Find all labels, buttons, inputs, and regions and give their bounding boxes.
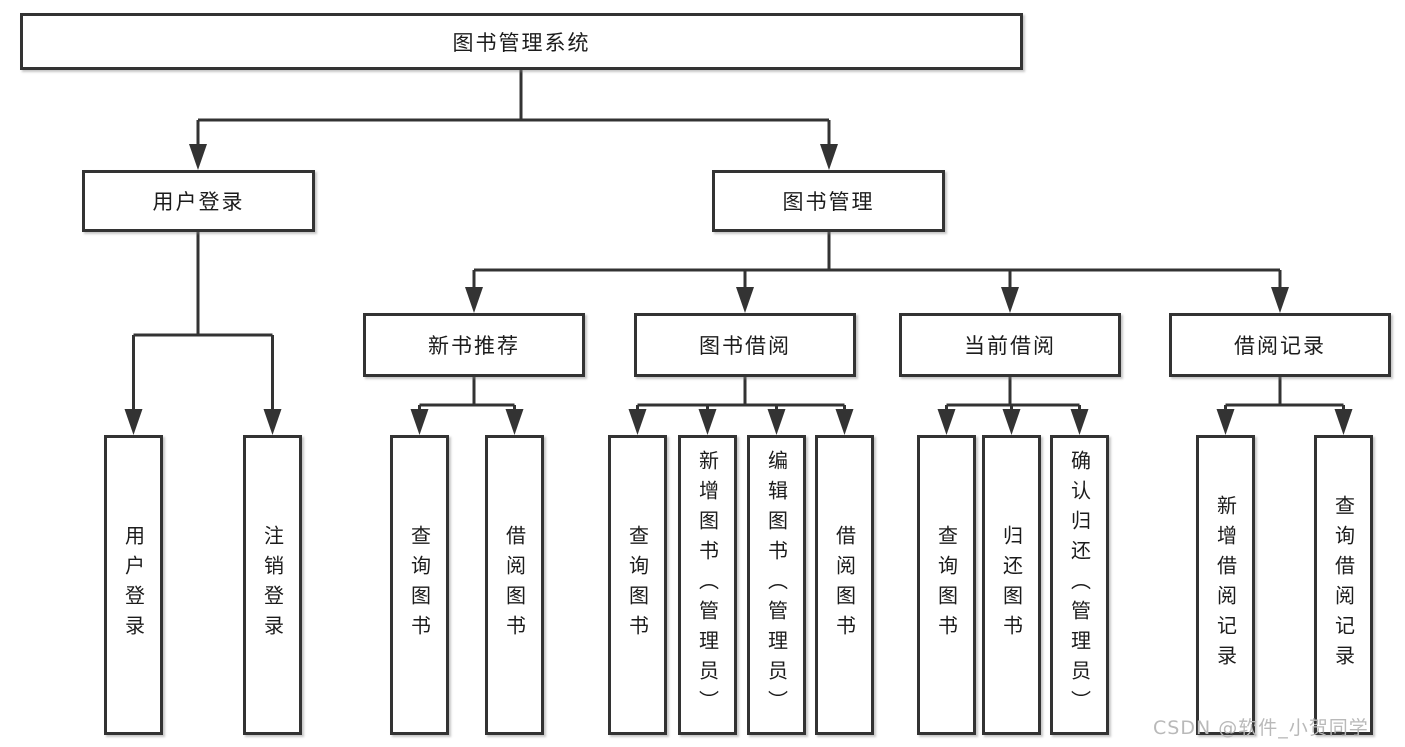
node-borrow-record: 借阅记录 xyxy=(1169,313,1391,377)
node-label: 图书管理系统 xyxy=(452,30,591,55)
node-user-login: 用户登录 xyxy=(82,170,315,232)
node-label: 编辑图书（管理员） xyxy=(764,450,789,720)
node-label: 新书推荐 xyxy=(428,334,520,358)
node-label: 查询图书 xyxy=(407,525,432,645)
node-label: 借阅图书 xyxy=(832,525,857,645)
node-label: 图书管理 xyxy=(782,190,875,214)
node-current-borrow: 当前借阅 xyxy=(899,313,1121,377)
leaf-borrow-books: 借阅图书 xyxy=(815,435,874,735)
node-label: 查询借阅记录 xyxy=(1331,495,1356,675)
node-label: 查询图书 xyxy=(934,525,959,645)
node-label: 借阅图书 xyxy=(502,525,527,645)
node-label: 借阅记录 xyxy=(1234,334,1326,358)
node-label: 新增图书（管理员） xyxy=(695,450,720,720)
leaf-add-books-admin: 新增图书（管理员） xyxy=(678,435,737,735)
node-book-management: 图书管理 xyxy=(712,170,945,232)
leaf-query-books: 查询图书 xyxy=(390,435,449,735)
node-label: 归还图书 xyxy=(999,525,1024,645)
node-label: 用户登录 xyxy=(121,525,146,645)
node-label: 注销登录 xyxy=(260,525,285,645)
leaf-edit-books-admin: 编辑图书（管理员） xyxy=(747,435,806,735)
node-label: 确认归还（管理员） xyxy=(1067,450,1092,720)
leaf-query-books: 查询图书 xyxy=(608,435,667,735)
node-label: 查询图书 xyxy=(625,525,650,645)
leaf-confirm-return-admin: 确认归还（管理员） xyxy=(1050,435,1109,735)
node-book-borrow: 图书借阅 xyxy=(634,313,856,377)
leaf-user-login: 用户登录 xyxy=(104,435,163,735)
node-root-library-system: 图书管理系统 xyxy=(20,13,1023,70)
node-label: 图书借阅 xyxy=(699,334,791,358)
csdn-watermark: CSDN @软件_小贺同学 xyxy=(1153,717,1369,739)
leaf-logout: 注销登录 xyxy=(243,435,302,735)
node-label: 新增借阅记录 xyxy=(1213,495,1238,675)
node-new-book-recommend: 新书推荐 xyxy=(363,313,585,377)
leaf-add-borrow-record: 新增借阅记录 xyxy=(1196,435,1255,735)
node-label: 当前借阅 xyxy=(964,334,1056,358)
node-label: 用户登录 xyxy=(152,190,245,214)
leaf-query-borrow-record: 查询借阅记录 xyxy=(1314,435,1373,735)
leaf-return-books: 归还图书 xyxy=(982,435,1041,735)
leaf-query-books: 查询图书 xyxy=(917,435,976,735)
leaf-borrow-books: 借阅图书 xyxy=(485,435,544,735)
